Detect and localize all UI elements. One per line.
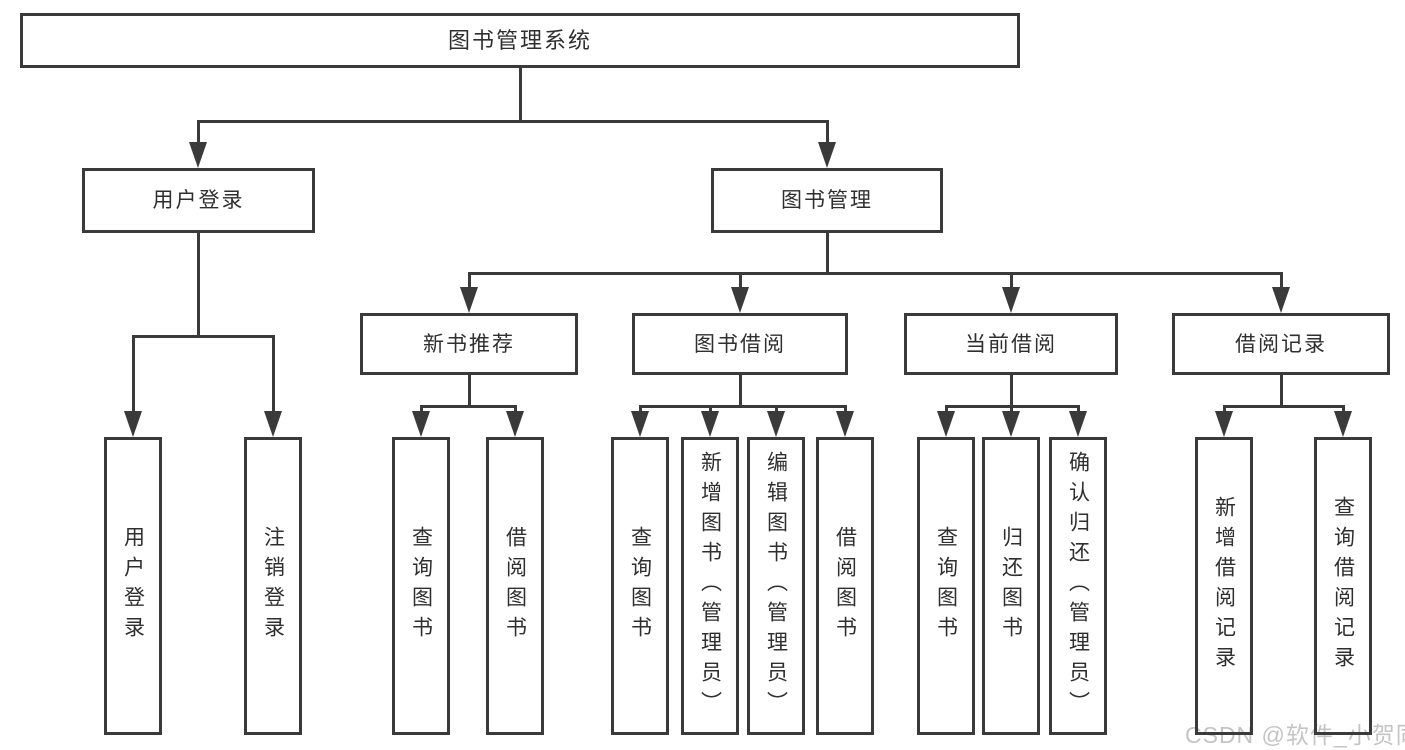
connector-line [1223,405,1226,415]
node-user-login: 用户登录 [82,168,315,233]
arrowhead-down-icon [1272,287,1290,313]
connector-line [1077,405,1080,415]
node-current-borrowing: 当前借阅 [904,313,1118,375]
connector-line [420,405,517,408]
leaf-label: 用户登录 [121,526,145,646]
leaf-label: 确认归还（管理员） [1066,451,1090,721]
node-book-management: 图书管理 [711,168,943,233]
leaf-label: 查询图书 [409,526,433,646]
node-label: 图书管理 [781,189,873,212]
connector-line [514,405,517,415]
connector-line [468,272,471,291]
connector-line [197,120,829,123]
leaf-label: 归还图书 [999,526,1023,646]
connector-line [826,120,829,146]
leaf-label: 注销登录 [261,526,285,646]
leaf-label: 编辑图书（管理员） [764,451,788,721]
node-label: 借阅记录 [1235,332,1327,356]
connector-line [1010,272,1013,291]
node-label: 用户登录 [152,189,245,212]
arrowhead-down-icon [631,411,649,437]
connector-line [468,375,471,408]
leaf-label: 新增图书（管理员） [698,451,722,721]
node-new-book-recommendation: 新书推荐 [360,313,578,375]
connector-line [775,405,778,415]
leaf-query-books-borrowing: 查询图书 [611,437,669,735]
connector-line [519,68,522,123]
arrowhead-down-icon [701,411,719,437]
leaf-label: 借阅图书 [833,526,857,646]
connector-line [272,335,275,415]
connector-line [709,405,712,415]
node-label: 当前借阅 [965,332,1057,356]
connector-line [132,335,275,338]
connector-line [420,405,423,415]
connector-line [945,405,948,415]
arrowhead-down-icon [767,411,785,437]
arrowhead-down-icon [124,411,142,437]
arrowhead-down-icon [1002,411,1020,437]
leaf-add-book-admin: 新增图书（管理员） [681,437,739,735]
leaf-logout: 注销登录 [244,437,302,735]
arrowhead-down-icon [189,142,207,168]
connector-line [1010,405,1013,415]
arrowhead-down-icon [1069,411,1087,437]
arrowhead-down-icon [1215,411,1233,437]
csdn-watermark: CSDN @软件_小贺同学 [1185,722,1405,748]
arrowhead-down-icon [731,287,749,313]
node-label: 图书管理系统 [447,27,592,53]
leaf-label: 借阅图书 [503,526,527,646]
connector-line [197,233,200,338]
leaf-query-borrow-record: 查询借阅记录 [1314,437,1372,735]
connector-line [639,405,642,415]
connector-line [844,405,847,415]
leaf-label: 查询图书 [628,526,652,646]
connector-line [1223,405,1345,408]
leaf-query-books-current: 查询图书 [917,437,975,735]
leaf-borrow-books-borrowing: 借阅图书 [816,437,874,735]
connector-line [739,375,742,408]
leaf-confirm-return-admin: 确认归还（管理员） [1049,437,1107,735]
connector-line [1342,405,1345,415]
node-library-management-system: 图书管理系统 [20,13,1020,68]
leaf-label: 新增借阅记录 [1212,496,1236,676]
arrowhead-down-icon [412,411,430,437]
arrowhead-down-icon [1334,411,1352,437]
arrowhead-down-icon [1002,287,1020,313]
node-book-borrowing: 图书借阅 [632,313,848,375]
connector-line [468,272,1283,275]
node-label: 新书推荐 [423,332,515,356]
node-borrowing-records: 借阅记录 [1172,313,1390,375]
connector-line [197,120,200,146]
leaf-borrow-books-recommend: 借阅图书 [486,437,544,735]
arrowhead-down-icon [264,411,282,437]
leaf-edit-book-admin: 编辑图书（管理员） [747,437,805,735]
node-label: 图书借阅 [694,332,786,356]
leaf-add-borrow-record: 新增借阅记录 [1195,437,1253,735]
arrowhead-down-icon [506,411,524,437]
arrowhead-down-icon [460,287,478,313]
connector-line [1010,375,1013,408]
leaf-label: 查询图书 [934,526,958,646]
connector-line [132,335,135,415]
connector-line [739,272,742,291]
connector-line [826,233,829,275]
leaf-user-login: 用户登录 [104,437,162,735]
leaf-label: 查询借阅记录 [1331,496,1355,676]
connector-line [639,405,847,408]
connector-line [1280,272,1283,291]
leaf-query-books-recommend: 查询图书 [392,437,450,735]
arrowhead-down-icon [836,411,854,437]
arrowhead-down-icon [937,411,955,437]
arrowhead-down-icon [818,142,836,168]
leaf-return-books: 归还图书 [982,437,1040,735]
connector-line [1280,375,1283,408]
